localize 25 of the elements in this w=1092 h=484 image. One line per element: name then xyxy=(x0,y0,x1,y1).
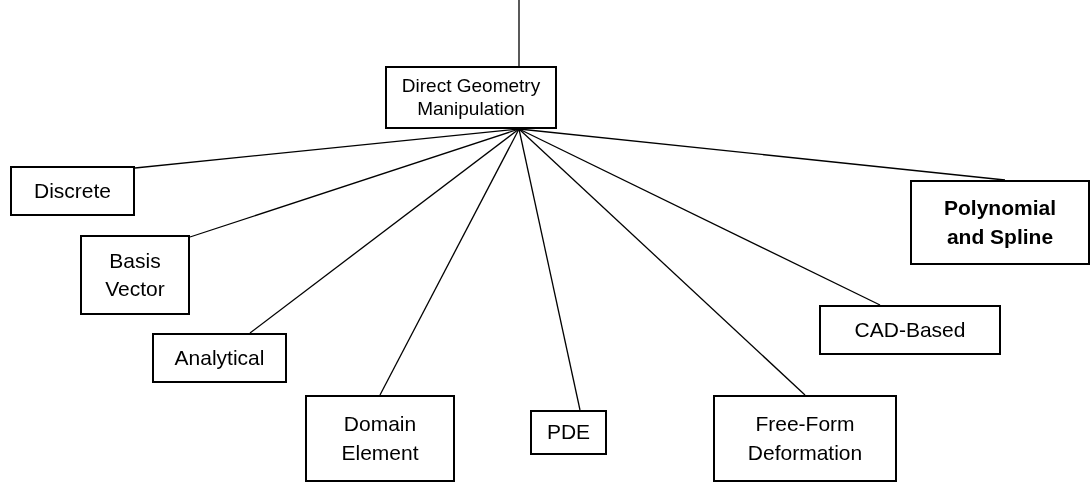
connector-line xyxy=(249,128,520,334)
category-box xyxy=(530,410,607,455)
category-box xyxy=(152,333,287,383)
box-label: Polynomial and Spline xyxy=(943,195,1057,250)
box-label: Domain Element xyxy=(340,411,420,466)
category-box xyxy=(10,166,135,216)
box-label: Direct Geometry Manipulation xyxy=(400,74,542,121)
connector-line xyxy=(518,128,581,411)
box-label: Analytical xyxy=(174,344,265,371)
category-box xyxy=(385,66,557,129)
connector-line xyxy=(518,128,881,306)
category-box xyxy=(80,235,190,315)
category-box xyxy=(713,395,897,482)
box-label: CAD-Based xyxy=(854,316,966,343)
connector-line xyxy=(379,128,520,396)
box-label: PDE xyxy=(546,419,591,446)
category-box xyxy=(305,395,455,482)
box-label: Basis Vector xyxy=(104,247,166,302)
box-label: Discrete xyxy=(34,177,111,204)
box-label: Free-Form Deformation xyxy=(746,411,864,466)
connector-line xyxy=(518,0,520,67)
connector-line xyxy=(189,128,520,238)
category-box xyxy=(910,180,1090,265)
connector-line xyxy=(518,128,806,396)
category-box xyxy=(819,305,1001,355)
